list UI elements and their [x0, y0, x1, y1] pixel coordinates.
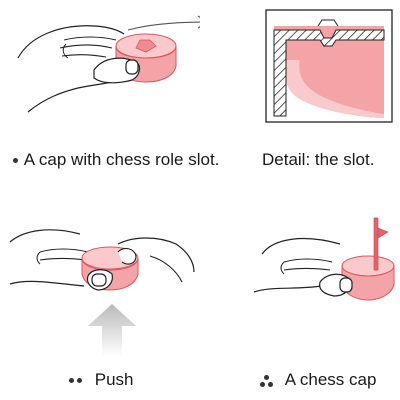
panel-chess-cap: A chess cap — [200, 200, 400, 400]
caption-step1: A cap with chess role slot. — [12, 150, 219, 170]
slot-cross-section-illustration — [265, 9, 393, 123]
hands-pushing-cap-illustration — [9, 229, 195, 356]
push-arrow-icon — [88, 304, 136, 356]
panel-slot-detail: Detail: the slot. — [200, 0, 400, 200]
caption-detail: Detail: the slot. — [262, 150, 374, 170]
caption-step3-text: A chess cap — [284, 370, 377, 389]
two-dots-icon — [68, 377, 84, 385]
caption-step2-text: Push — [94, 370, 134, 389]
one-dot-icon — [12, 157, 20, 165]
caption-step1-text: A cap with chess role slot. — [23, 150, 220, 169]
panel-push: Push — [0, 200, 200, 400]
caption-step3: A chess cap — [260, 370, 376, 390]
panel-cap-with-slot: A cap with chess role slot. — [0, 0, 219, 200]
caption-detail-text: Detail: the slot. — [262, 150, 375, 169]
three-dots-icon — [260, 374, 274, 387]
chess-cap-with-flag-illustration — [253, 217, 395, 301]
caption-step2: Push — [68, 370, 133, 390]
hand-holding-cap-illustration — [17, 15, 200, 113]
